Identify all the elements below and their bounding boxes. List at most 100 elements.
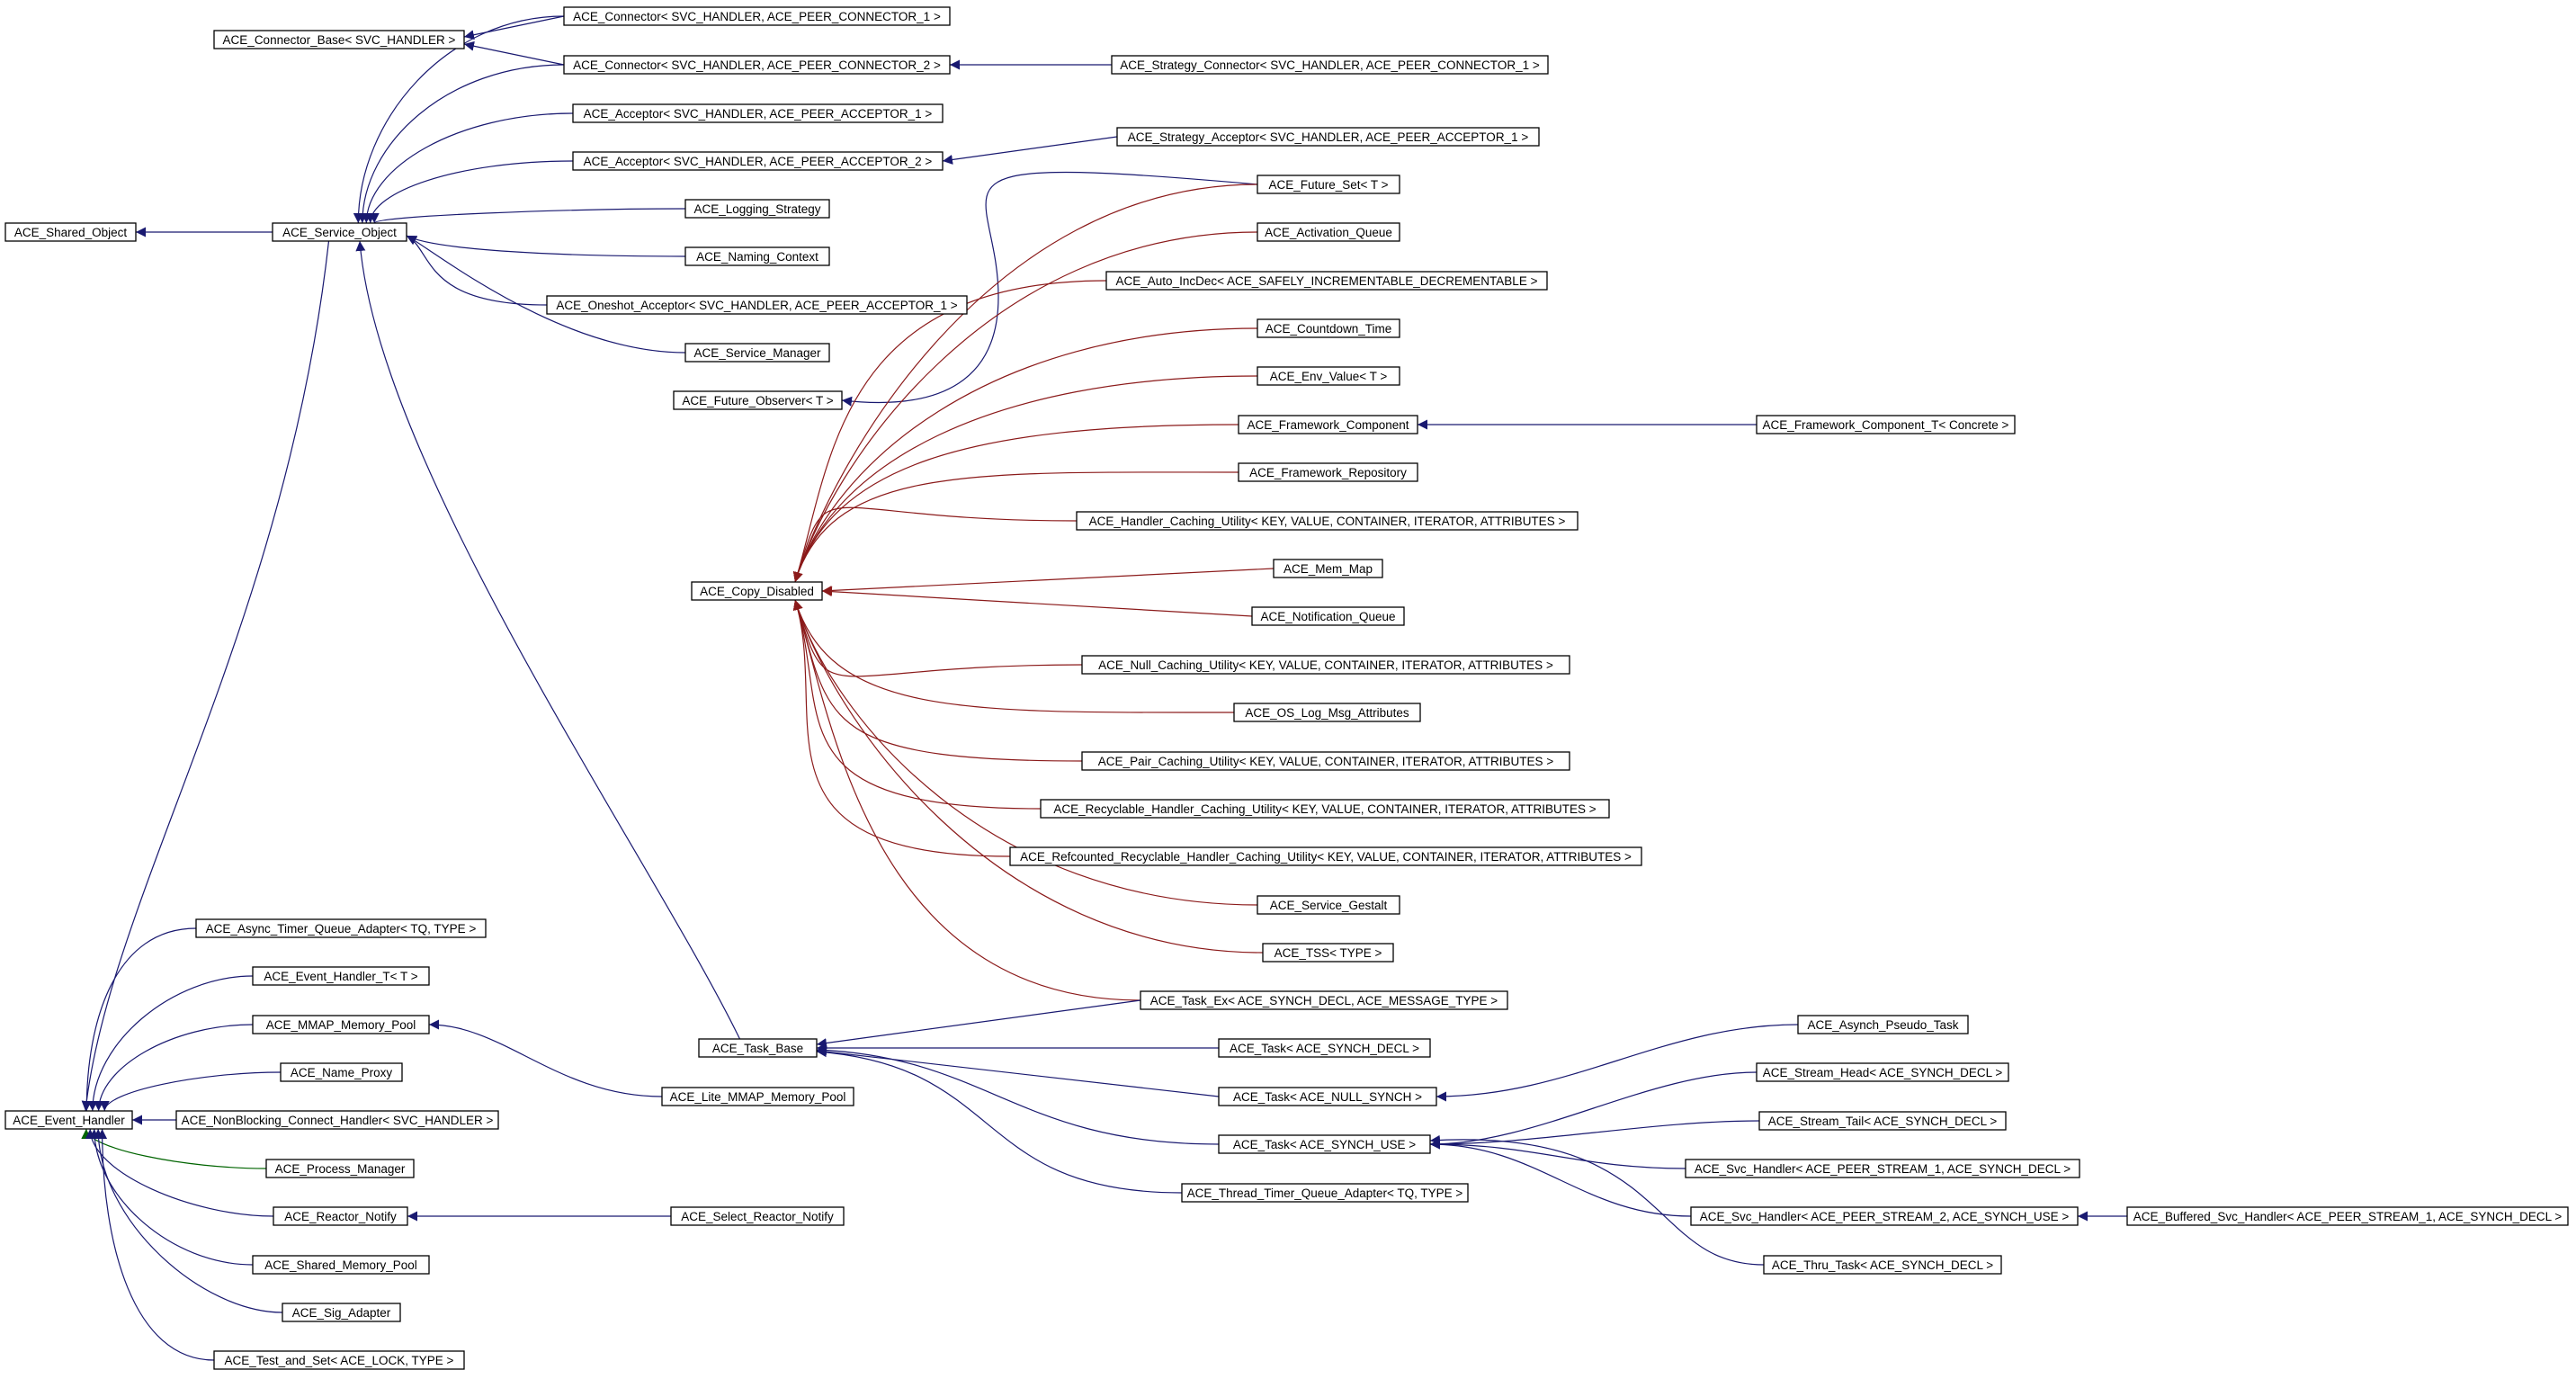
class-node-notification-queue[interactable]: ACE_Notification_Queue (1251, 606, 1405, 626)
class-node-async-timer-queue[interactable]: ACE_Async_Timer_Queue_Adapter< TQ, TYPE … (195, 918, 487, 938)
class-label: ACE_Task< ACE_NULL_SYNCH > (1233, 1090, 1422, 1104)
class-label: ACE_Strategy_Acceptor< SVC_HANDLER, ACE_… (1128, 130, 1529, 144)
class-box (661, 1087, 854, 1106)
class-node-stream-tail[interactable]: ACE_Stream_Tail< ACE_SYNCH_DECL > (1758, 1111, 2007, 1131)
class-label: ACE_Recyclable_Handler_Caching_Utility< … (1053, 802, 1596, 816)
class-node-acceptor-1[interactable]: ACE_Acceptor< SVC_HANDLER, ACE_PEER_ACCE… (572, 103, 944, 123)
class-node-framework-component-t[interactable]: ACE_Framework_Component_T< Concrete > (1756, 415, 2016, 434)
class-node-mem-map[interactable]: ACE_Mem_Map (1273, 559, 1383, 578)
class-node-select-reactor-notify[interactable]: ACE_Select_Reactor_Notify (670, 1206, 845, 1226)
edge-null_caching-to-copy_disabled (792, 599, 1083, 677)
edge-auto_incdec-to-copy_disabled (792, 280, 1107, 583)
class-node-svc-handler-1[interactable]: ACE_Svc_Handler< ACE_PEER_STREAM_1, ACE_… (1685, 1159, 2080, 1178)
class-node-shared-object[interactable]: ACE_Shared_Object (4, 222, 137, 242)
class-label: ACE_Framework_Component_T< Concrete > (1763, 418, 2009, 432)
class-node-strategy-acceptor[interactable]: ACE_Strategy_Acceptor< SVC_HANDLER, ACE_… (1116, 127, 1540, 147)
class-box (175, 1110, 499, 1130)
class-node-thread-timer-queue[interactable]: ACE_Thread_Timer_Queue_Adapter< TQ, TYPE… (1181, 1183, 1469, 1203)
class-node-connector-2[interactable]: ACE_Connector< SVC_HANDLER, ACE_PEER_CON… (563, 55, 951, 75)
class-node-service-gestalt[interactable]: ACE_Service_Gestalt (1257, 895, 1400, 915)
class-node-future-set[interactable]: ACE_Future_Set< T > (1257, 175, 1400, 194)
class-node-copy-disabled[interactable]: ACE_Copy_Disabled (691, 581, 823, 601)
class-box (684, 246, 830, 266)
class-node-framework-component[interactable]: ACE_Framework_Component (1238, 415, 1418, 434)
class-label: ACE_Future_Observer< T > (682, 394, 833, 407)
edge-task_base-to-service_object (355, 240, 741, 1040)
edge-stream_tail-to-task_synch_use (1429, 1120, 1760, 1150)
class-box (1257, 895, 1400, 915)
class-node-asynch-pseudo-task[interactable]: ACE_Asynch_Pseudo_Task (1797, 1015, 1969, 1034)
class-node-event-handler-t[interactable]: ACE_Event_Handler_T< T > (252, 966, 430, 986)
class-node-buffered-svc-handler[interactable]: ACE_Buffered_Svc_Handler< ACE_PEER_STREA… (2126, 1206, 2569, 1226)
class-node-null-caching[interactable]: ACE_Null_Caching_Utility< KEY, VALUE, CO… (1081, 655, 1570, 675)
class-node-strategy-connector[interactable]: ACE_Strategy_Connector< SVC_HANDLER, ACE… (1111, 55, 1549, 75)
class-label: ACE_Null_Caching_Utility< KEY, VALUE, CO… (1098, 658, 1553, 672)
class-label: ACE_OS_Log_Msg_Attributes (1245, 706, 1409, 720)
edge-oneshot_acceptor-to-service_object (406, 235, 548, 306)
class-node-recyclable-caching[interactable]: ACE_Recyclable_Handler_Caching_Utility< … (1040, 799, 1610, 819)
class-node-countdown-time[interactable]: ACE_Countdown_Time (1257, 318, 1400, 338)
class-node-stream-head[interactable]: ACE_Stream_Head< ACE_SYNCH_DECL > (1756, 1062, 2009, 1082)
class-node-task-synch-decl[interactable]: ACE_Task< ACE_SYNCH_DECL > (1218, 1038, 1431, 1058)
edge-service_manager-to-service_object (406, 235, 686, 354)
class-node-sig-adapter[interactable]: ACE_Sig_Adapter (282, 1303, 401, 1322)
class-box (1763, 1255, 2002, 1275)
class-node-logging-strategy[interactable]: ACE_Logging_Strategy (684, 199, 830, 219)
class-node-nonblocking-connect[interactable]: ACE_NonBlocking_Connect_Handler< SVC_HAN… (175, 1110, 499, 1130)
edge-future_set-to-copy_disabled (792, 184, 1258, 583)
class-node-activation-queue[interactable]: ACE_Activation_Queue (1257, 222, 1400, 242)
class-node-service-manager[interactable]: ACE_Service_Manager (684, 343, 830, 363)
class-box (1009, 846, 1642, 866)
edge-svc_handler_2-to-task_synch_use (1429, 1139, 1692, 1217)
class-node-task-null-synch[interactable]: ACE_Task< ACE_NULL_SYNCH > (1218, 1087, 1437, 1106)
class-node-name-proxy[interactable]: ACE_Name_Proxy (280, 1062, 403, 1082)
class-box (1690, 1206, 2079, 1226)
class-node-framework-repository[interactable]: ACE_Framework_Repository (1238, 462, 1418, 482)
class-label: ACE_Framework_Component (1247, 418, 1409, 432)
class-node-future-observer[interactable]: ACE_Future_Observer< T > (673, 390, 843, 410)
class-label: ACE_Task_Ex< ACE_SYNCH_DECL, ACE_MESSAGE… (1150, 994, 1498, 1007)
class-box (563, 55, 951, 75)
class-label: ACE_Logging_Strategy (693, 202, 820, 216)
class-label: ACE_Naming_Context (696, 250, 818, 264)
class-node-env-value[interactable]: ACE_Env_Value< T > (1257, 366, 1400, 386)
edge-strategy_acceptor-to-acceptor_2 (942, 136, 1118, 165)
class-box (1273, 559, 1383, 578)
class-node-connector-1[interactable]: ACE_Connector< SVC_HANDLER, ACE_PEER_CON… (563, 6, 951, 26)
class-node-tss[interactable]: ACE_TSS< TYPE > (1262, 943, 1394, 963)
class-node-service-object[interactable]: ACE_Service_Object (272, 222, 407, 242)
class-node-process-manager[interactable]: ACE_Process_Manager (265, 1159, 415, 1178)
class-node-reactor-notify[interactable]: ACE_Reactor_Notify (273, 1206, 408, 1226)
class-label: ACE_Task_Base (712, 1042, 803, 1055)
edge-handler_caching-to-copy_disabled (792, 506, 1078, 583)
class-node-test-and-set[interactable]: ACE_Test_and_Set< ACE_LOCK, TYPE > (213, 1350, 465, 1370)
edge-mem_map-to-copy_disabled (821, 568, 1275, 595)
class-node-handler-caching[interactable]: ACE_Handler_Caching_Utility< KEY, VALUE,… (1076, 511, 1579, 531)
class-node-auto-incdec[interactable]: ACE_Auto_IncDec< ACE_SAFELY_INCREMENTABL… (1105, 271, 1548, 291)
edge-stream_head-to-task_synch_use (1429, 1071, 1758, 1150)
class-node-naming-context[interactable]: ACE_Naming_Context (684, 246, 830, 266)
class-box (546, 295, 968, 315)
class-node-lite-mmap[interactable]: ACE_Lite_MMAP_Memory_Pool (661, 1087, 854, 1106)
class-node-pair-caching[interactable]: ACE_Pair_Caching_Utility< KEY, VALUE, CO… (1081, 751, 1570, 771)
class-node-shared-memory-pool[interactable]: ACE_Shared_Memory_Pool (252, 1255, 430, 1275)
class-node-task-base[interactable]: ACE_Task_Base (698, 1038, 818, 1058)
class-label: ACE_Sig_Adapter (292, 1306, 391, 1320)
class-label: ACE_Notification_Queue (1260, 610, 1395, 623)
class-node-thru-task[interactable]: ACE_Thru_Task< ACE_SYNCH_DECL > (1763, 1255, 2002, 1275)
class-node-os-log-msg[interactable]: ACE_OS_Log_Msg_Attributes (1233, 703, 1421, 722)
class-box (265, 1159, 415, 1178)
class-node-connector-base[interactable]: ACE_Connector_Base< SVC_HANDLER > (213, 30, 465, 49)
class-node-oneshot-acceptor[interactable]: ACE_Oneshot_Acceptor< SVC_HANDLER, ACE_P… (546, 295, 968, 315)
class-box (2126, 1206, 2569, 1226)
class-node-task-synch-use[interactable]: ACE_Task< ACE_SYNCH_USE > (1218, 1134, 1431, 1154)
class-box (252, 966, 430, 986)
class-node-mmap-memory-pool[interactable]: ACE_MMAP_Memory_Pool (252, 1015, 430, 1034)
class-node-event-handler[interactable]: ACE_Event_Handler (4, 1110, 133, 1130)
class-node-refcounted-caching[interactable]: ACE_Refcounted_Recyclable_Handler_Cachin… (1009, 846, 1642, 866)
class-node-svc-handler-2[interactable]: ACE_Svc_Handler< ACE_PEER_STREAM_2, ACE_… (1690, 1206, 2079, 1226)
class-node-task-ex[interactable]: ACE_Task_Ex< ACE_SYNCH_DECL, ACE_MESSAGE… (1140, 990, 1508, 1010)
class-node-acceptor-2[interactable]: ACE_Acceptor< SVC_HANDLER, ACE_PEER_ACCE… (572, 151, 944, 171)
class-label: ACE_TSS< TYPE > (1275, 946, 1382, 960)
edge-sig_adapter-to-event_handler (93, 1128, 283, 1313)
